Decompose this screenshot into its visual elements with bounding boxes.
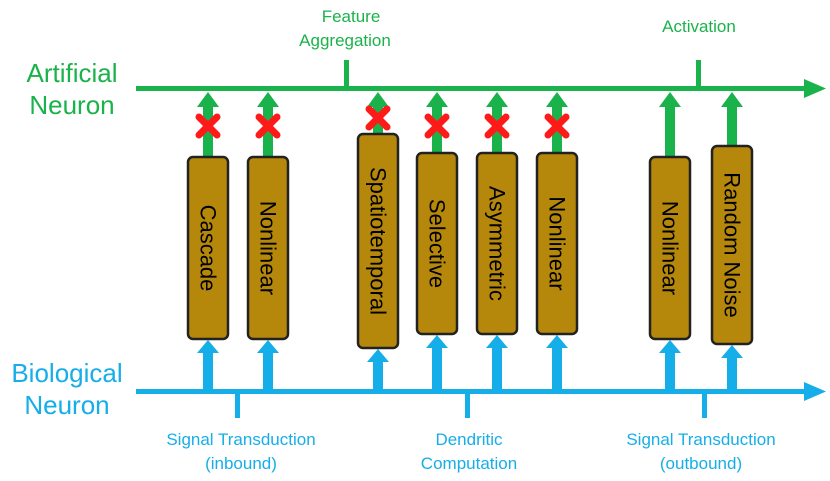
output-arrow-shaft — [665, 105, 675, 157]
artificial-label-line-2: Neuron — [29, 90, 114, 120]
input-arrowhead — [426, 335, 448, 348]
mechanism-column: Cascade — [186, 92, 230, 389]
output-arrow-shaft — [203, 105, 213, 157]
output-arrowhead — [197, 92, 219, 107]
feature-aggregation-label-line-1: Feature — [322, 7, 381, 26]
outbound-label-line-2: (outbound) — [660, 454, 742, 473]
activation-tick — [696, 60, 701, 88]
output-arrowhead — [257, 92, 279, 107]
dendritic-tick — [465, 392, 470, 418]
input-arrowhead — [486, 335, 508, 348]
mechanism-column: Nonlinear — [648, 92, 692, 389]
mechanism-label: Spatiotemporal — [366, 167, 391, 315]
mechanism-column: Selective — [415, 92, 459, 389]
artificial-axis-line — [136, 86, 808, 91]
dendritic-label-line-2: Computation — [421, 454, 517, 473]
input-arrow-shaft — [552, 346, 562, 389]
output-arrowhead — [721, 92, 743, 107]
output-arrow-shaft — [727, 105, 737, 146]
mechanism-box — [415, 151, 459, 336]
biological-label-line-1: Biological — [11, 358, 122, 388]
mechanism-column: Asymmetric — [475, 92, 519, 389]
biological-axis-arrowhead — [804, 382, 826, 401]
input-arrow-shaft — [665, 351, 675, 389]
mechanism-box — [246, 155, 290, 341]
biological-axis-line — [136, 389, 808, 394]
biological-label-line-2: Neuron — [24, 390, 109, 420]
input-arrowhead — [197, 340, 219, 353]
artificial-label-line-1: Artificial — [26, 58, 117, 88]
mechanism-column: Nonlinear — [246, 92, 290, 389]
input-arrowhead — [546, 335, 568, 348]
outbound-tick — [702, 392, 707, 418]
mechanism-box — [186, 155, 230, 341]
block-x-icon — [544, 113, 570, 139]
mechanism-box — [535, 151, 579, 336]
mechanism-label: Selective — [425, 199, 450, 288]
input-arrowhead — [257, 340, 279, 353]
feature-aggregation-tick — [344, 60, 349, 88]
block-x-icon — [484, 113, 510, 139]
input-arrow-shaft — [727, 356, 737, 389]
output-arrowhead — [426, 92, 448, 107]
input-arrow-shaft — [263, 351, 273, 389]
activation-label: Activation — [662, 17, 736, 36]
input-arrowhead — [659, 340, 681, 353]
input-arrow-shaft — [373, 360, 383, 389]
outbound-label-line-1: Signal Transduction — [626, 430, 775, 449]
input-arrow-shaft — [492, 346, 502, 389]
inbound-label-line-1: Signal Transduction — [166, 430, 315, 449]
mechanism-box — [356, 132, 400, 350]
mechanism-label: Nonlinear — [256, 201, 281, 295]
mechanism-columns: Cascade Nonlinear Spatiotemporal Selective A… — [186, 92, 754, 389]
input-arrowhead — [367, 349, 389, 362]
artificial-axis-arrowhead — [804, 79, 826, 98]
mechanism-label: Random Noise — [720, 172, 745, 318]
mechanism-column: Spatiotemporal — [356, 92, 400, 389]
feature-aggregation-label-line-2: Aggregation — [299, 31, 391, 50]
mechanism-box — [710, 144, 754, 346]
block-x-icon — [195, 113, 221, 139]
output-arrow-shaft — [263, 105, 273, 157]
mechanism-column: Random Noise — [710, 92, 754, 389]
inbound-tick — [235, 392, 240, 418]
mechanism-label: Nonlinear — [658, 201, 683, 295]
mechanism-box — [648, 155, 692, 341]
mechanism-label: Nonlinear — [545, 196, 570, 290]
mechanism-label: Asymmetric — [485, 186, 510, 301]
input-arrow-shaft — [432, 346, 442, 389]
mechanism-label: Cascade — [196, 205, 221, 292]
output-arrowhead — [367, 92, 389, 107]
block-x-icon — [255, 113, 281, 139]
block-x-icon — [365, 105, 391, 131]
output-arrowhead — [486, 92, 508, 107]
inbound-label-line-2: (inbound) — [205, 454, 277, 473]
mechanism-column: Nonlinear — [535, 92, 579, 389]
dendritic-label-line-1: Dendritic — [435, 430, 503, 449]
mechanism-box — [475, 151, 519, 336]
output-arrowhead — [546, 92, 568, 107]
biological-axis — [136, 382, 826, 418]
artificial-axis — [136, 60, 826, 98]
block-x-icon — [424, 113, 450, 139]
input-arrow-shaft — [203, 351, 213, 389]
output-arrowhead — [659, 92, 681, 107]
input-arrowhead — [721, 345, 743, 358]
